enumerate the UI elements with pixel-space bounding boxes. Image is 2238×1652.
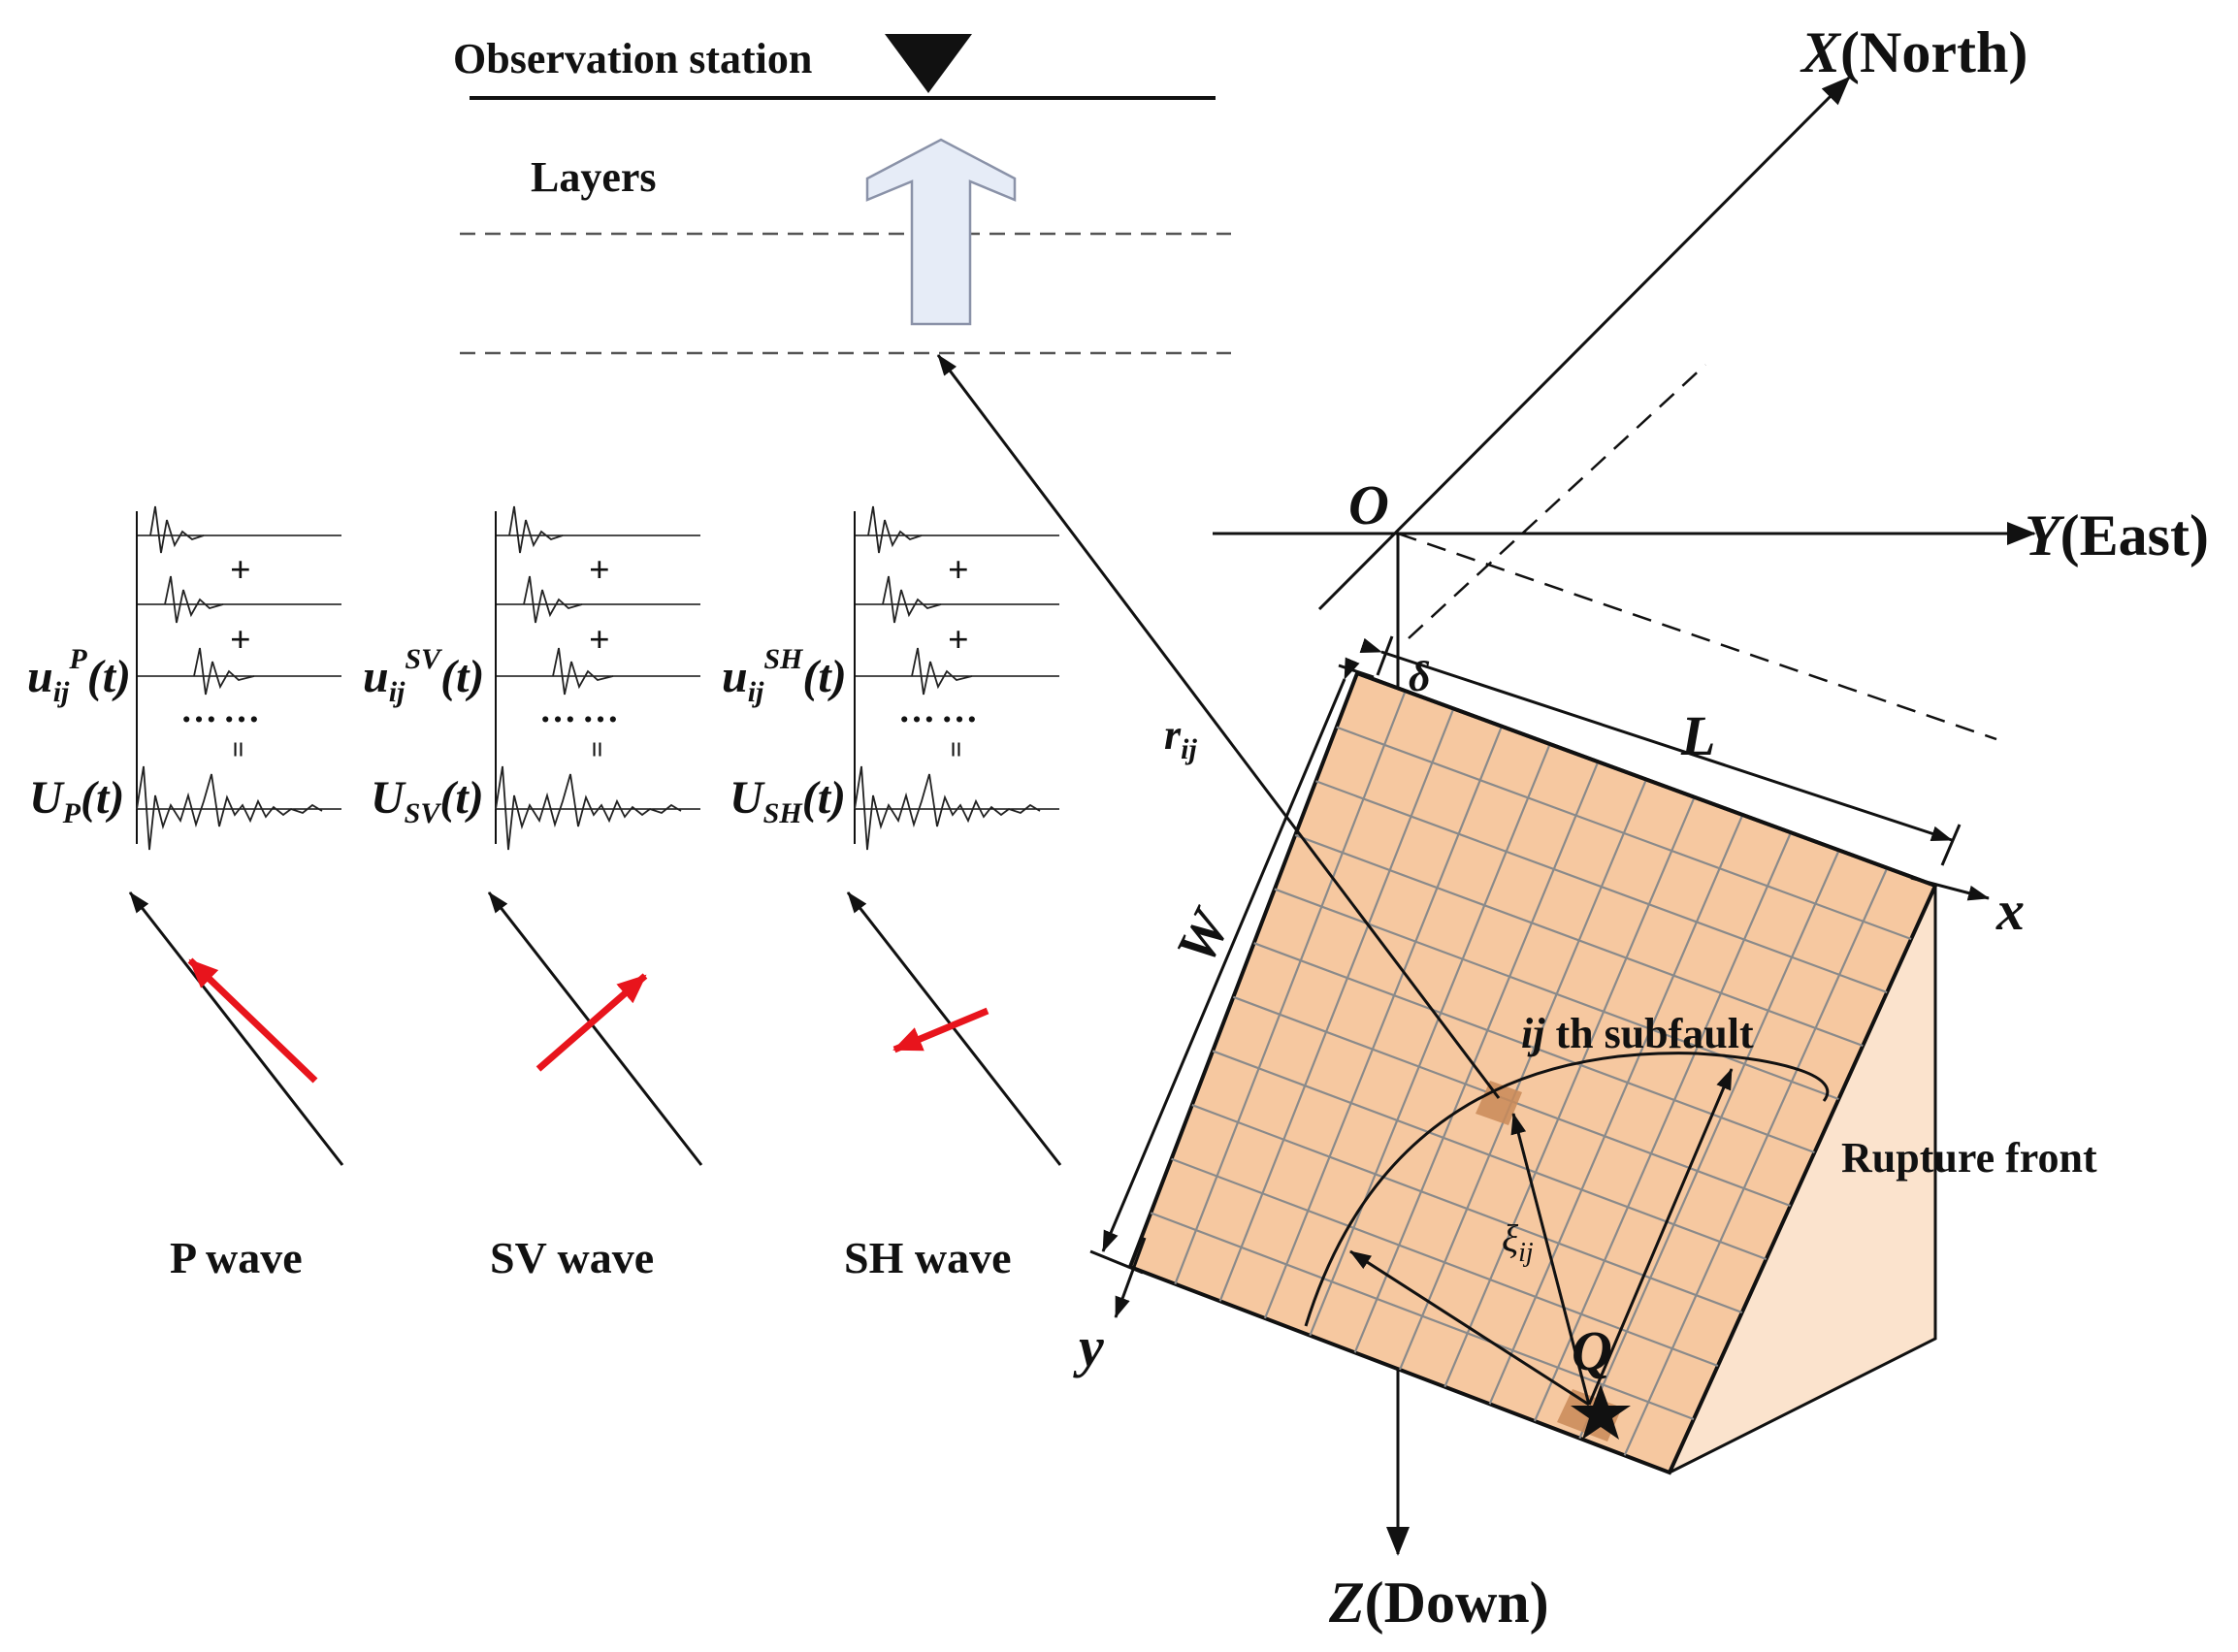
- U-sh-label: USH(t): [730, 772, 846, 829]
- xi-ij-arrow: [1510, 1113, 1591, 1406]
- rupture-front-label: Rupture front: [1841, 1134, 2097, 1182]
- grid-line-dip: [1578, 850, 1840, 1440]
- grid-line-dip: [1488, 814, 1744, 1405]
- svg-text:+: +: [230, 620, 251, 661]
- rupture-arrow-left: [1349, 1249, 1590, 1407]
- grid-line-dip: [1443, 796, 1696, 1388]
- local-y-axis: [1114, 1237, 1147, 1318]
- hypocenter-star-icon: [1571, 1384, 1631, 1440]
- svg-text:+: +: [589, 550, 610, 591]
- u-sv-label: uijSV(t): [363, 643, 484, 708]
- sv-wave-label: SV wave: [490, 1233, 654, 1282]
- p-wave-panel: + + …… = uijP(t) UP(t) P wave: [27, 505, 344, 1282]
- length-label: L: [1680, 704, 1715, 767]
- dip-projection-dashed: [1408, 364, 1706, 639]
- dip-angle-label: δ: [1409, 653, 1431, 700]
- fault-model: x y L W δ rij ξij Q ij th subfault Ruptu…: [936, 354, 2097, 1475]
- layers-label: Layers: [531, 153, 657, 201]
- u-sh-label: uijSH(t): [722, 643, 847, 708]
- svg-text:=: =: [581, 741, 613, 758]
- y-east-label: Y(East): [2025, 503, 2209, 567]
- length-tick-right: [1940, 824, 1962, 866]
- observation-station-label: Observation station: [453, 35, 812, 82]
- origin-label: O: [1348, 473, 1389, 536]
- svg-text:=: =: [222, 741, 254, 758]
- grid-line-dip: [1533, 831, 1793, 1422]
- svg-text:……: ……: [539, 690, 625, 730]
- svg-text:……: ……: [898, 690, 984, 730]
- xi-ij-label: ξij: [1502, 1216, 1534, 1268]
- grid-line-strike: [1294, 833, 1864, 1048]
- svg-text:+: +: [948, 550, 969, 591]
- svg-text:=: =: [940, 741, 972, 758]
- width-tick-bottom: [1089, 1249, 1144, 1275]
- svg-text:……: ……: [180, 690, 266, 730]
- p-wave-label: P wave: [170, 1233, 303, 1282]
- p-motion-arrow: [187, 957, 318, 1084]
- width-tick-top: [1338, 664, 1375, 679]
- x-north-label: X(North): [1800, 20, 2027, 84]
- sh-wave-label: SH wave: [844, 1233, 1012, 1282]
- sv-motion-arrow: [535, 973, 648, 1072]
- U-sv-label: USV(t): [371, 772, 484, 829]
- width-dimension-arrow: [1101, 657, 1360, 1252]
- z-down-label: Z(Down): [1328, 1571, 1549, 1635]
- svg-text:+: +: [230, 550, 251, 591]
- grid-line-dip: [1398, 779, 1648, 1371]
- station-triangle-icon: [885, 34, 972, 93]
- strike-projection-dashed: [1397, 532, 1997, 741]
- x-north-axis: [1317, 76, 1851, 611]
- grid-line-dip: [1353, 761, 1600, 1353]
- wave-panels: + + …… = uijP(t) UP(t) P wave: [27, 505, 1062, 1282]
- sv-wave-panel: + + …… = uijSV(t) USV(t) SV wave: [363, 505, 703, 1282]
- subfault-label: ij th subfault: [1521, 1010, 1754, 1057]
- svg-text:+: +: [589, 620, 610, 661]
- local-x-label: x: [1995, 879, 2025, 942]
- rij-ray-arrow: [936, 354, 1501, 1099]
- u-p-label: uijP(t): [27, 643, 131, 708]
- svg-text:+: +: [948, 620, 969, 661]
- rupture-front-curve: [1304, 1052, 1830, 1327]
- length-tick-left: [1376, 635, 1394, 676]
- local-x-axis: [1910, 876, 1990, 901]
- rupture-arrow-right: [1587, 1068, 1734, 1406]
- rij-label: rij: [1164, 711, 1197, 765]
- width-label: W: [1163, 898, 1244, 974]
- grid-line-dip: [1623, 867, 1889, 1456]
- upgoing-wave-arrow-icon: [865, 138, 1017, 326]
- local-y-label: y: [1073, 1315, 1104, 1378]
- ij-subfault-cell: [1476, 1081, 1522, 1125]
- sh-motion-arrow: [892, 1007, 989, 1053]
- length-dimension-arrow: [1359, 637, 1953, 842]
- hypocenter-label: Q: [1572, 1319, 1612, 1382]
- sh-wave-panel: + + …… = uijSH(t) USH(t) SH wave: [722, 505, 1062, 1282]
- station-panel: Observation station Layers: [453, 34, 1231, 355]
- U-p-label: UP(t): [29, 772, 124, 829]
